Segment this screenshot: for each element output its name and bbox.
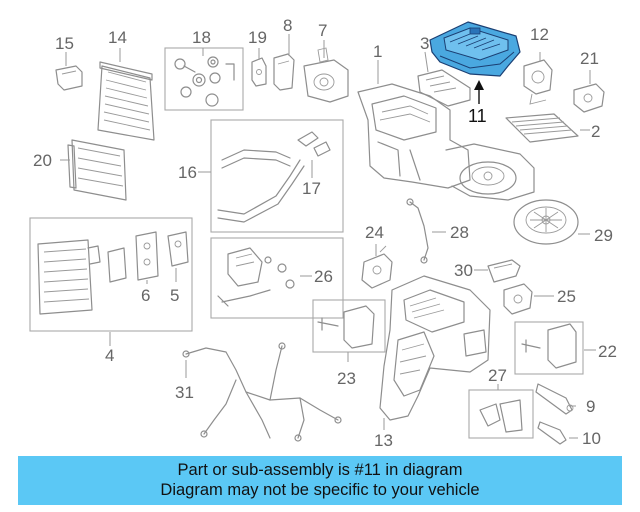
callout-10: 10 [582, 429, 601, 448]
callout-13: 13 [374, 431, 393, 450]
callout-25: 25 [557, 287, 576, 306]
part-2-cabin-filter [505, 113, 579, 143]
group-box-18 [164, 47, 244, 111]
part-24-actuator [361, 245, 393, 289]
callout-8: 8 [283, 16, 292, 35]
part-16-pipes [217, 149, 305, 223]
banner-line-2: Diagram may not be specific to your vehi… [160, 481, 480, 499]
callout-12: 12 [530, 25, 549, 44]
callout-6: 6 [141, 286, 150, 305]
group-box-26 [210, 237, 344, 319]
parts-diagram: 1 2 3 4 5 6 7 8 9 10 11 12 13 14 15 16 1… [29, 16, 617, 450]
callout-21: 21 [580, 49, 599, 68]
part-22-actuator [521, 323, 577, 369]
callout-30: 30 [454, 261, 473, 280]
group-box-27 [468, 389, 534, 439]
callout-16: 16 [178, 163, 197, 182]
leader-lines [60, 34, 596, 439]
callout-1: 1 [373, 42, 382, 61]
callout-15: 15 [55, 34, 74, 53]
callout-2: 2 [591, 122, 600, 141]
part-14-heater-core [97, 61, 155, 141]
callout-23: 23 [337, 369, 356, 388]
part-10-sensor [537, 421, 567, 445]
part-8-bracket [273, 53, 295, 91]
part-15-bracket [55, 65, 83, 91]
info-banner: Part or sub-assembly is #11 in diagram D… [18, 456, 622, 505]
part-13-hvac-lower-case [379, 275, 491, 421]
callout-11: 11 [468, 106, 487, 126]
part-30-resistor [487, 259, 521, 283]
callout-9: 9 [586, 397, 595, 416]
part-17-fittings [297, 131, 331, 157]
part-5-valve [167, 231, 189, 267]
callout-4: 4 [105, 346, 114, 365]
part-28-link-rod [406, 198, 429, 264]
part-21-sensor [573, 83, 605, 113]
part-9-sensor [535, 383, 574, 415]
part-20-heater-core [67, 139, 127, 201]
callout-29: 29 [594, 226, 613, 245]
callout-20: 20 [33, 151, 52, 170]
part-31-wiring-harness [182, 342, 342, 442]
part-6-seals [107, 231, 159, 283]
callout-11-arrow [474, 80, 484, 104]
part-11-highlighted [429, 21, 521, 77]
group-box-16-17 [210, 119, 344, 233]
callout-7: 7 [318, 21, 327, 40]
callout-26: 26 [314, 267, 333, 286]
callout-18: 18 [192, 28, 211, 47]
part-19-clip [251, 57, 267, 87]
part-18-hardware [174, 56, 235, 107]
banner-line-1: Part or sub-assembly is #11 in diagram [177, 461, 463, 479]
part-12-actuator [523, 59, 553, 105]
group-box-23 [312, 299, 386, 353]
callout-17: 17 [302, 179, 321, 198]
part-29-blower-motor [513, 199, 579, 245]
part-27-clips [479, 399, 523, 433]
part-26-linkage [217, 247, 295, 307]
group-box-22 [514, 321, 584, 375]
callout-14: 14 [108, 28, 127, 47]
callout-19: 19 [248, 28, 267, 47]
part-7-actuator [303, 47, 349, 103]
callout-5: 5 [170, 286, 179, 305]
callout-3: 3 [420, 34, 429, 53]
part-23-actuator [317, 305, 375, 349]
callout-24: 24 [365, 223, 384, 242]
callout-31: 31 [175, 383, 194, 402]
callout-27: 27 [488, 366, 507, 385]
callout-28: 28 [450, 223, 469, 242]
part-1-hvac-case [357, 83, 535, 201]
part-25-sensor [503, 283, 533, 315]
part-3-door [417, 69, 471, 107]
group-box-4 [29, 217, 193, 332]
callout-22: 22 [598, 342, 617, 361]
part-4-evaporator [37, 239, 101, 315]
